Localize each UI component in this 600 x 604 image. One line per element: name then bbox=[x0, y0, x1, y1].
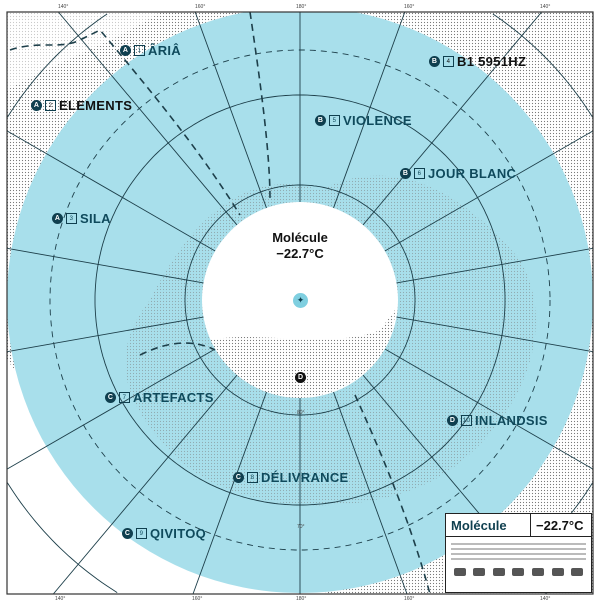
meridian-line bbox=[333, 12, 406, 209]
group-badge: C bbox=[233, 472, 244, 483]
group-badge: C bbox=[122, 528, 133, 539]
label-number: 4 bbox=[443, 56, 454, 67]
meridian-line bbox=[362, 12, 543, 226]
meridian-line bbox=[7, 130, 216, 252]
latitude-ring bbox=[94, 94, 506, 506]
group-badge: A bbox=[31, 100, 42, 111]
meridian-line bbox=[384, 348, 593, 470]
boundary-line bbox=[9, 29, 241, 216]
tick-top: 180° bbox=[296, 4, 307, 10]
label-number: 9 bbox=[136, 528, 147, 539]
meridian-line bbox=[384, 130, 593, 252]
meridian-line bbox=[194, 12, 267, 209]
logo-icon bbox=[532, 568, 545, 576]
logo-icon bbox=[473, 568, 486, 576]
boundary-line bbox=[249, 12, 271, 201]
label-number: 1 bbox=[134, 45, 145, 56]
tick-top: 160° bbox=[404, 4, 415, 10]
center-temperature: −22.7°C bbox=[276, 246, 324, 261]
boundary-line bbox=[354, 394, 431, 594]
label-text: JOUR BLANC bbox=[428, 166, 517, 181]
label-text: SILA bbox=[80, 211, 111, 226]
meridian-line bbox=[192, 391, 267, 594]
location-pin-icon[interactable]: ✦ bbox=[293, 293, 308, 308]
group-badge: C bbox=[105, 392, 116, 403]
logo-icon bbox=[551, 568, 564, 576]
meridian-line bbox=[7, 247, 204, 284]
legend-name: Molécule bbox=[446, 514, 531, 536]
label-text: DÉLIVRANCE bbox=[261, 470, 349, 485]
tick-top: 140° bbox=[58, 4, 69, 10]
group-badge: D bbox=[447, 415, 458, 426]
meridian-line bbox=[396, 247, 593, 284]
tick-top: 160° bbox=[195, 4, 206, 10]
meridian-line bbox=[333, 391, 408, 594]
meridian-line bbox=[57, 12, 238, 226]
tick-top: 140° bbox=[540, 4, 551, 10]
tick-bottom: 160° bbox=[192, 596, 203, 602]
group-badge: B bbox=[400, 168, 411, 179]
label-number: 8 bbox=[247, 472, 258, 483]
latitude-ring bbox=[49, 49, 551, 551]
partner-logos bbox=[446, 568, 591, 576]
label-text: ARTEFACTS bbox=[133, 390, 214, 405]
logo-icon bbox=[571, 568, 584, 576]
logo-icon bbox=[512, 568, 525, 576]
label-text: ELEMENTS bbox=[59, 98, 133, 113]
label-number: 2 bbox=[45, 100, 56, 111]
meridian-line bbox=[396, 316, 593, 353]
meridian-line bbox=[7, 316, 204, 353]
label-number: 7 bbox=[119, 392, 130, 403]
tick-bottom: 160° bbox=[404, 596, 415, 602]
center-name: Molécule bbox=[272, 230, 328, 245]
group-badge: A bbox=[120, 45, 131, 56]
map-frame bbox=[6, 11, 594, 595]
logo-icon bbox=[492, 568, 505, 576]
label-number: 5 bbox=[329, 115, 340, 126]
label-number: 3 bbox=[66, 213, 77, 224]
logo-icon bbox=[453, 568, 466, 576]
label-number: 10 bbox=[461, 415, 472, 426]
group-badge: B bbox=[315, 115, 326, 126]
legend-box: Molécule −22.7°C bbox=[445, 513, 592, 593]
tick-bottom: 140° bbox=[55, 596, 66, 602]
meridian-line bbox=[7, 348, 216, 470]
label-number: 6 bbox=[414, 168, 425, 179]
label-text: INLANDSIS bbox=[475, 413, 548, 428]
label-text: B1 5951HZ bbox=[457, 54, 527, 69]
tick-bottom: 140° bbox=[540, 596, 551, 602]
tick-bottom: 180° bbox=[296, 596, 307, 602]
group-badge: B bbox=[429, 56, 440, 67]
legend-temperature: −22.7°C bbox=[536, 517, 584, 533]
tick-ring: 70° bbox=[297, 524, 305, 530]
label-text: QIVITOQ bbox=[150, 526, 207, 541]
marker-d[interactable]: D bbox=[295, 372, 306, 383]
group-badge: A bbox=[52, 213, 63, 224]
tick-ring: 80° bbox=[297, 410, 305, 416]
center-title: Molécule −22.7°C bbox=[240, 230, 360, 262]
meridian-line bbox=[52, 374, 238, 594]
label-text: ÂRIÂ bbox=[148, 43, 181, 58]
label-text: VIOLENCE bbox=[343, 113, 412, 128]
